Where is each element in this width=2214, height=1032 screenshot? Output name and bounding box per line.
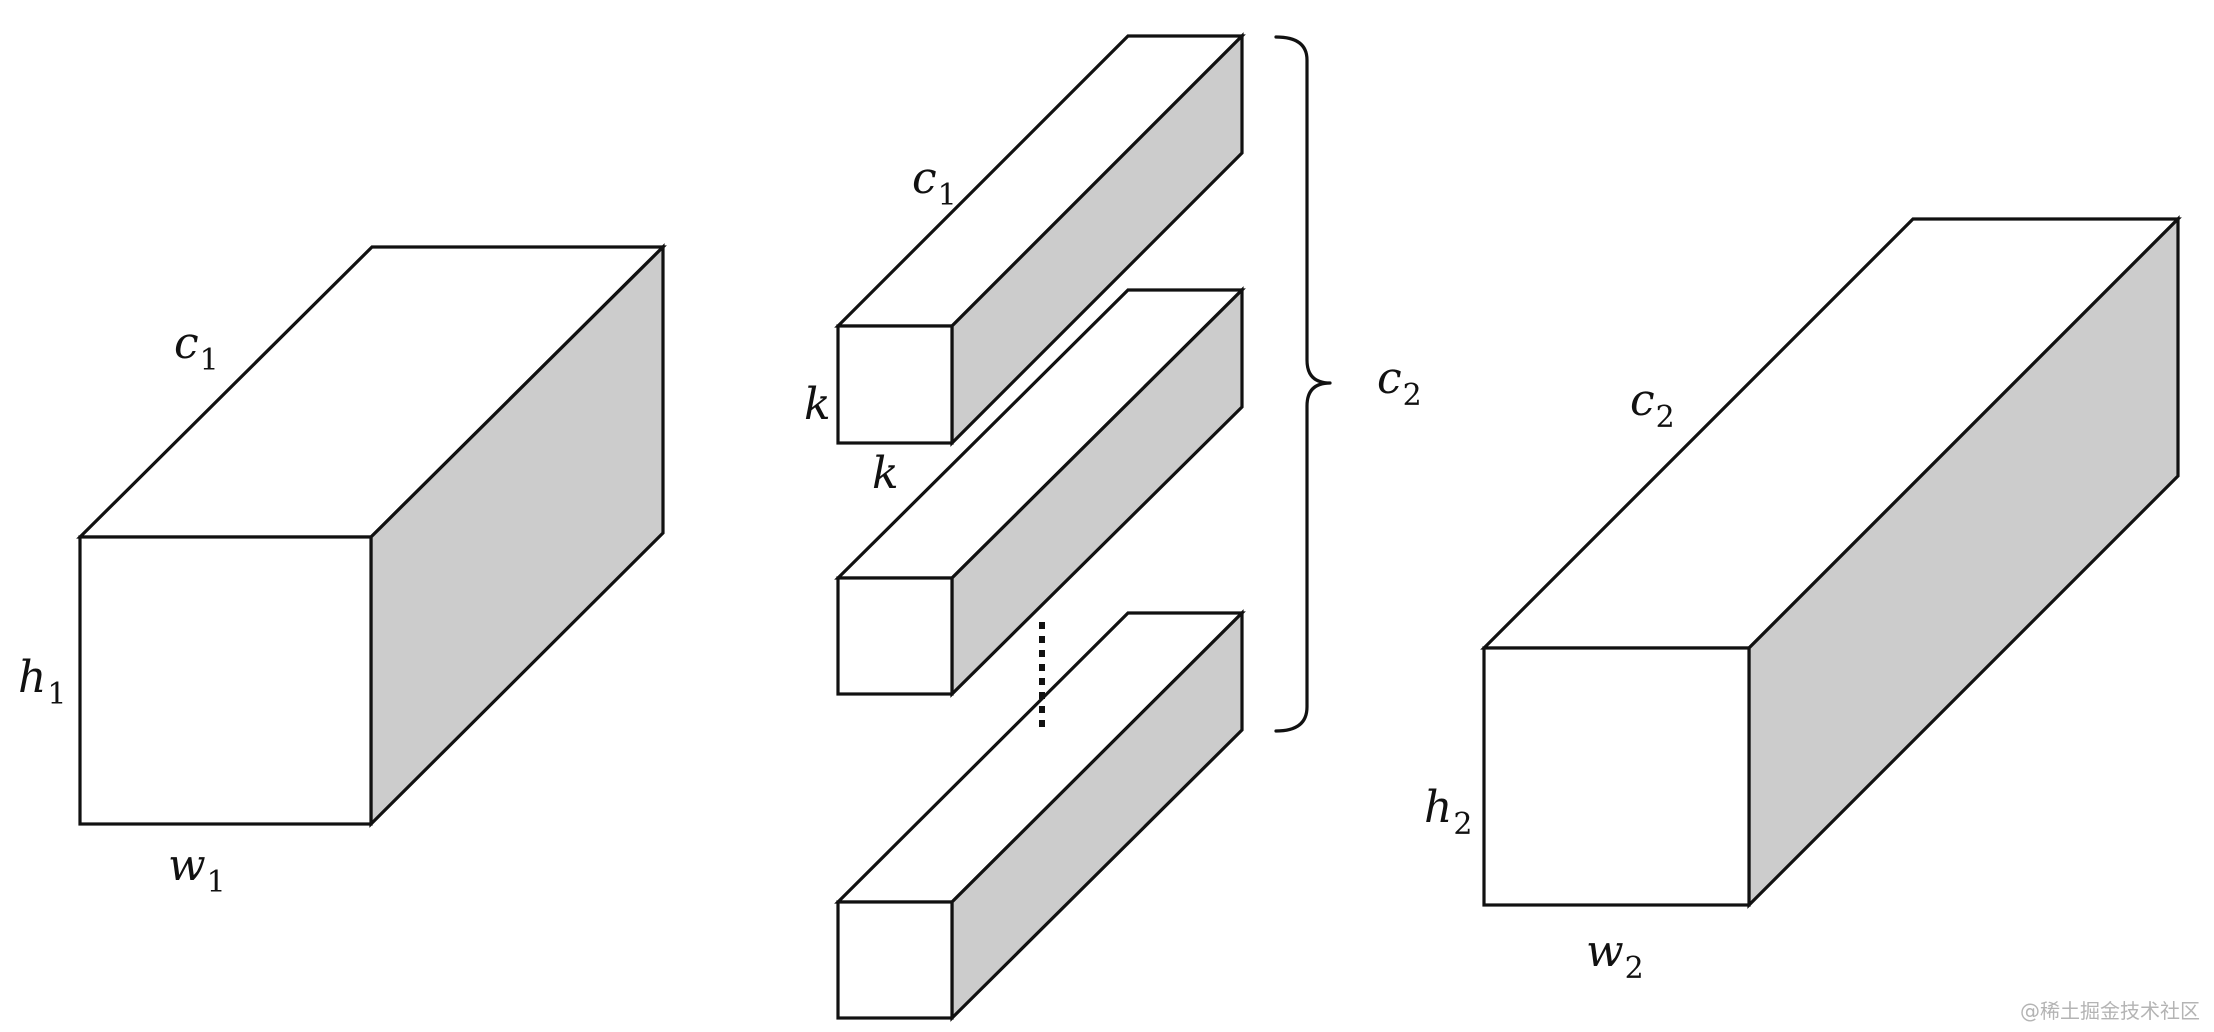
input-width-label: w1: [168, 840, 226, 900]
kernel-count-brace: [1274, 35, 1332, 733]
output-tensor-front-face: [1482, 646, 1751, 907]
kernel-3-front-face: [836, 900, 954, 1020]
kernel-1: [834, 32, 1246, 447]
kernel-2: [834, 286, 1246, 698]
output-tensor: c2 h2 w2: [1424, 215, 2182, 986]
kernel-count-label: c2: [1377, 353, 1422, 413]
output-height-label: h2: [1424, 782, 1472, 842]
input-tensor: c1 h1 w1: [18, 243, 667, 900]
kernel-1-front-face: [836, 324, 954, 445]
watermark: @稀土掘金技术社区: [2020, 999, 2200, 1023]
input-depth-label: c1: [174, 318, 219, 378]
kernel-height-label: k: [804, 379, 831, 430]
kernel-width-label: k: [872, 448, 899, 499]
kernel-depth-label: c1: [912, 153, 957, 213]
output-depth-label: c2: [1630, 375, 1675, 435]
kernel-3: [834, 609, 1246, 1022]
input-height-label: h1: [18, 652, 66, 712]
output-width-label: w2: [1586, 926, 1644, 986]
kernel-2-front-face: [836, 576, 954, 696]
input-tensor-front-face: [78, 535, 373, 826]
